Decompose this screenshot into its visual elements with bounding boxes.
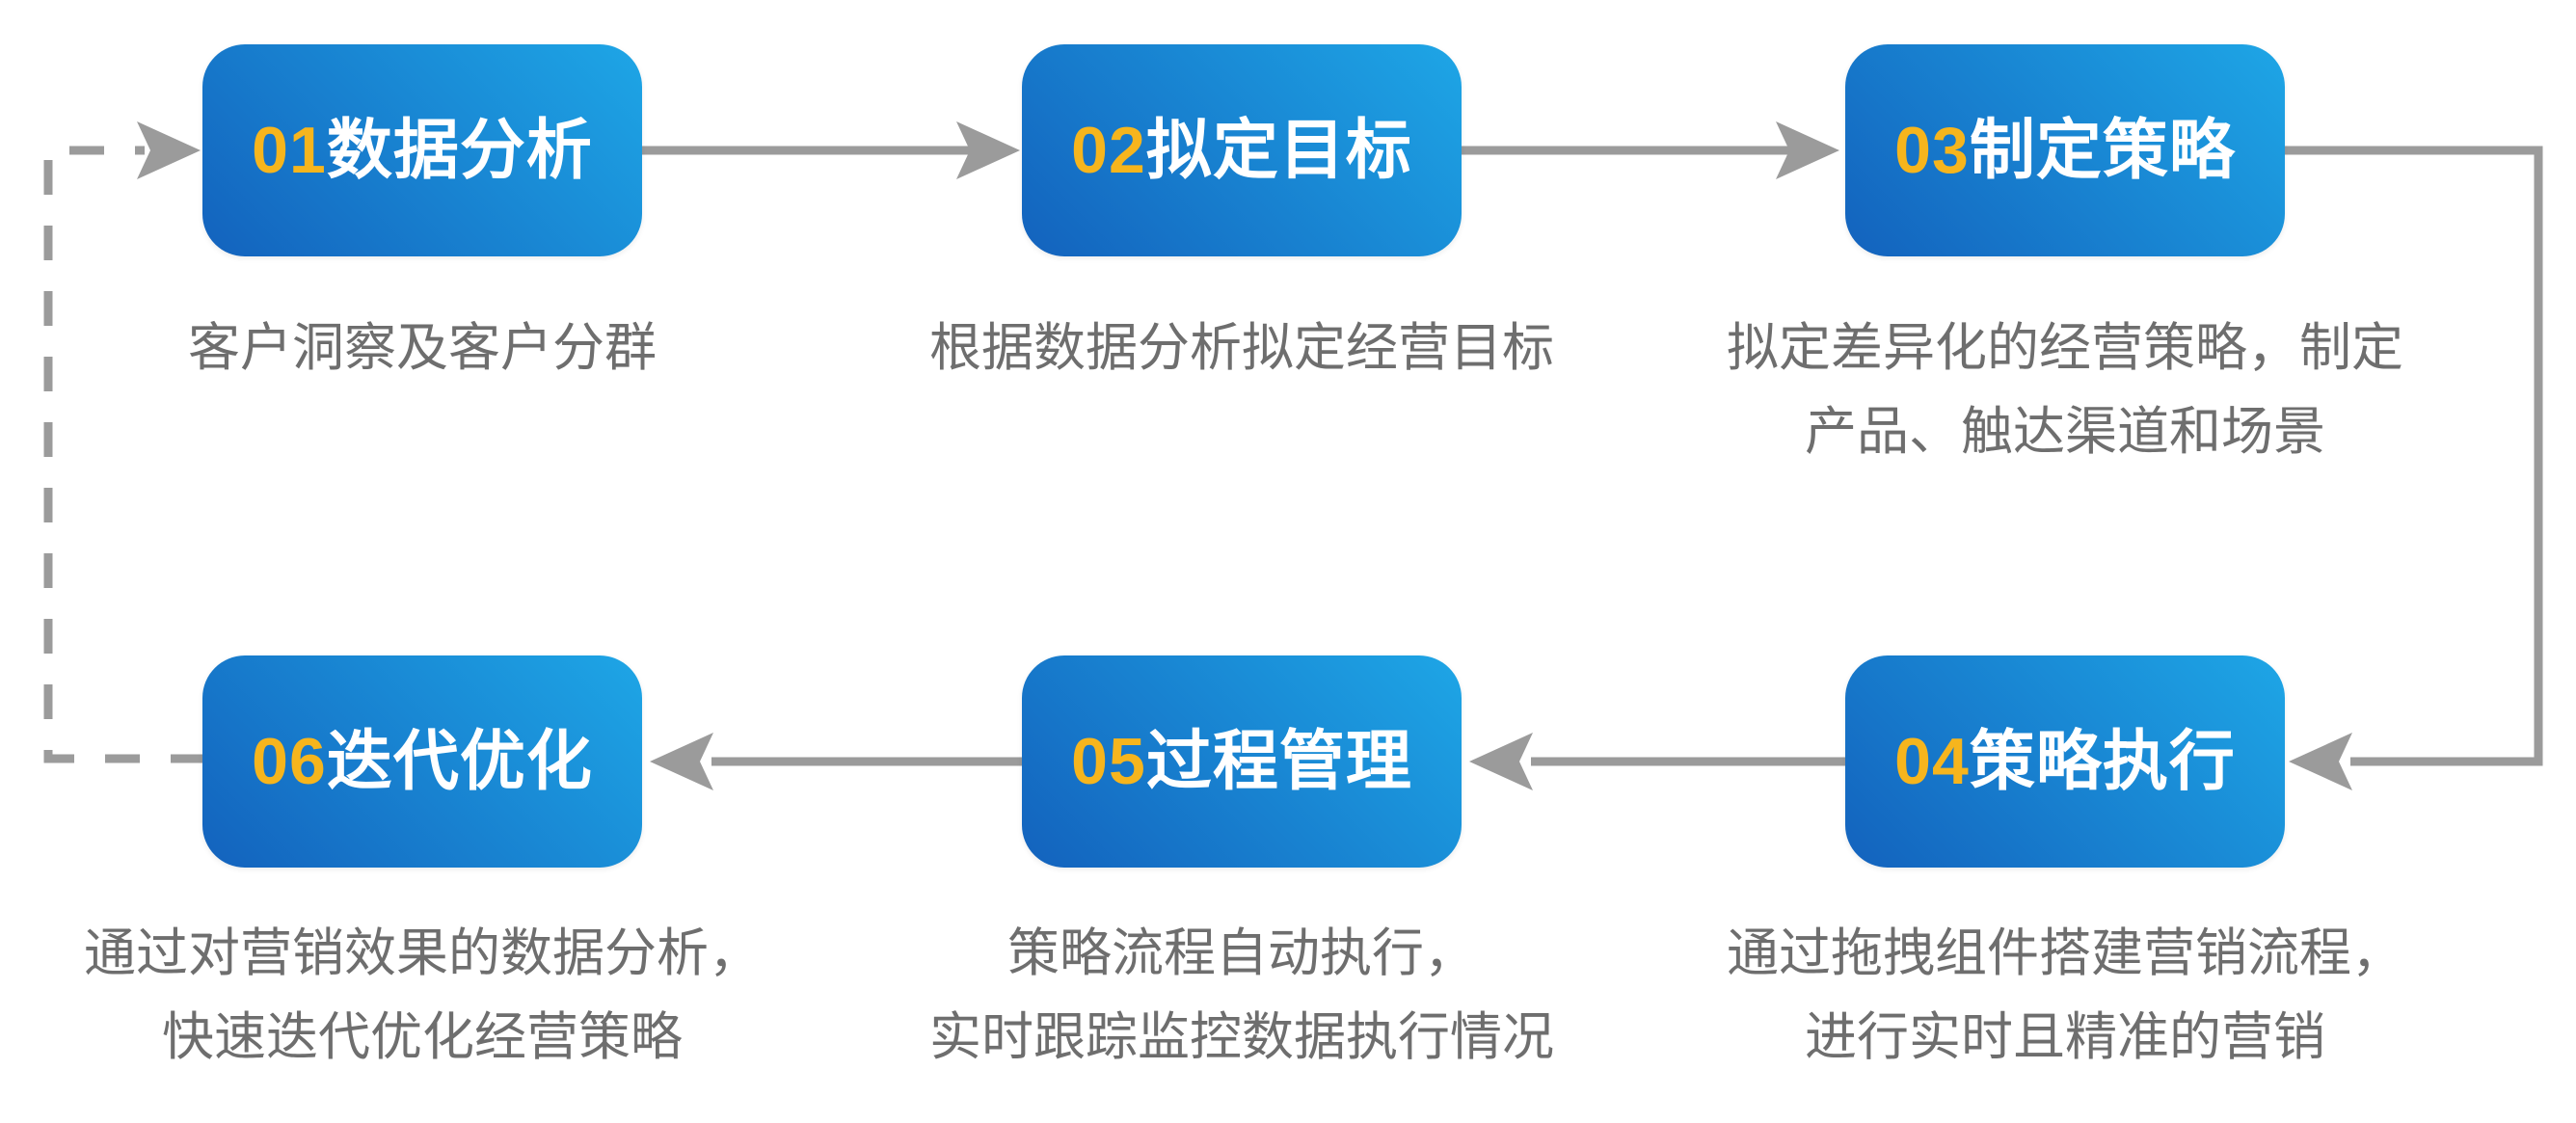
step-number: 06: [252, 725, 327, 798]
step-description: 通过拖拽组件搭建营销流程， 进行实时且精准的营销: [1727, 924, 2403, 1067]
arrowhead-into-step-03: [1776, 121, 1839, 179]
step-label: 04策略执行: [1894, 729, 2236, 794]
step-title: 制定策略: [1969, 114, 2236, 187]
step-label: 05过程管理: [1071, 729, 1412, 794]
step-title: 过程管理: [1145, 725, 1412, 798]
step-description: 客户洞察及客户分群: [188, 319, 657, 377]
connector-06-to-01-dashed-line: [43, 146, 205, 763]
flow-step-05: 05过程管理 策略流程自动执行， 实时跟踪监控数据执行情况: [929, 655, 1554, 1066]
flow-step-01: 01数据分析 客户洞察及客户分群: [188, 44, 657, 377]
step-description: 策略流程自动执行， 实时跟踪监控数据执行情况: [929, 924, 1554, 1067]
flow-step-04: 04策略执行 通过拖拽组件搭建营销流程， 进行实时且精准的营销: [1727, 655, 2403, 1066]
step-label: 01数据分析: [252, 118, 593, 183]
step-box-03: 03制定策略: [1845, 44, 2285, 256]
step-description: 拟定差异化的经营策略，制定 产品、触达渠道和场景: [1727, 319, 2403, 462]
step-description: 根据数据分析拟定经营目标: [929, 319, 1554, 377]
arrowhead-into-step-05: [1469, 733, 1533, 790]
step-title: 迭代优化: [326, 725, 593, 798]
step-number: 04: [1894, 725, 1970, 798]
flow-step-06: 06迭代优化 通过对营销效果的数据分析， 快速迭代优化经营策略: [84, 655, 761, 1066]
step-number: 05: [1071, 725, 1146, 798]
arrowhead-into-step-02: [956, 121, 1020, 179]
connector-03-to-04-elbow-line: [2281, 146, 2543, 766]
step-title: 拟定目标: [1145, 114, 1412, 187]
step-box-06: 06迭代优化: [202, 655, 642, 868]
flow-step-03: 03制定策略 拟定差异化的经营策略，制定 产品、触达渠道和场景: [1727, 44, 2403, 461]
step-title: 数据分析: [326, 114, 593, 187]
step-title: 策略执行: [1969, 725, 2236, 798]
flow-step-02: 02拟定目标 根据数据分析拟定经营目标: [929, 44, 1554, 377]
step-box-01: 01数据分析: [202, 44, 642, 256]
step-number: 02: [1071, 114, 1146, 187]
arrowhead-into-step-01: [137, 121, 201, 179]
step-label: 02拟定目标: [1071, 118, 1412, 183]
arrowhead-into-step-04: [2289, 733, 2352, 790]
step-label: 03制定策略: [1894, 118, 2236, 183]
step-box-02: 02拟定目标: [1022, 44, 1462, 256]
arrowhead-into-step-06: [650, 733, 713, 790]
step-description: 通过对营销效果的数据分析， 快速迭代优化经营策略: [84, 924, 761, 1067]
step-box-05: 05过程管理: [1022, 655, 1462, 868]
step-number: 01: [252, 114, 327, 187]
step-number: 03: [1894, 114, 1970, 187]
step-box-04: 04策略执行: [1845, 655, 2285, 868]
step-label: 06迭代优化: [252, 729, 593, 794]
